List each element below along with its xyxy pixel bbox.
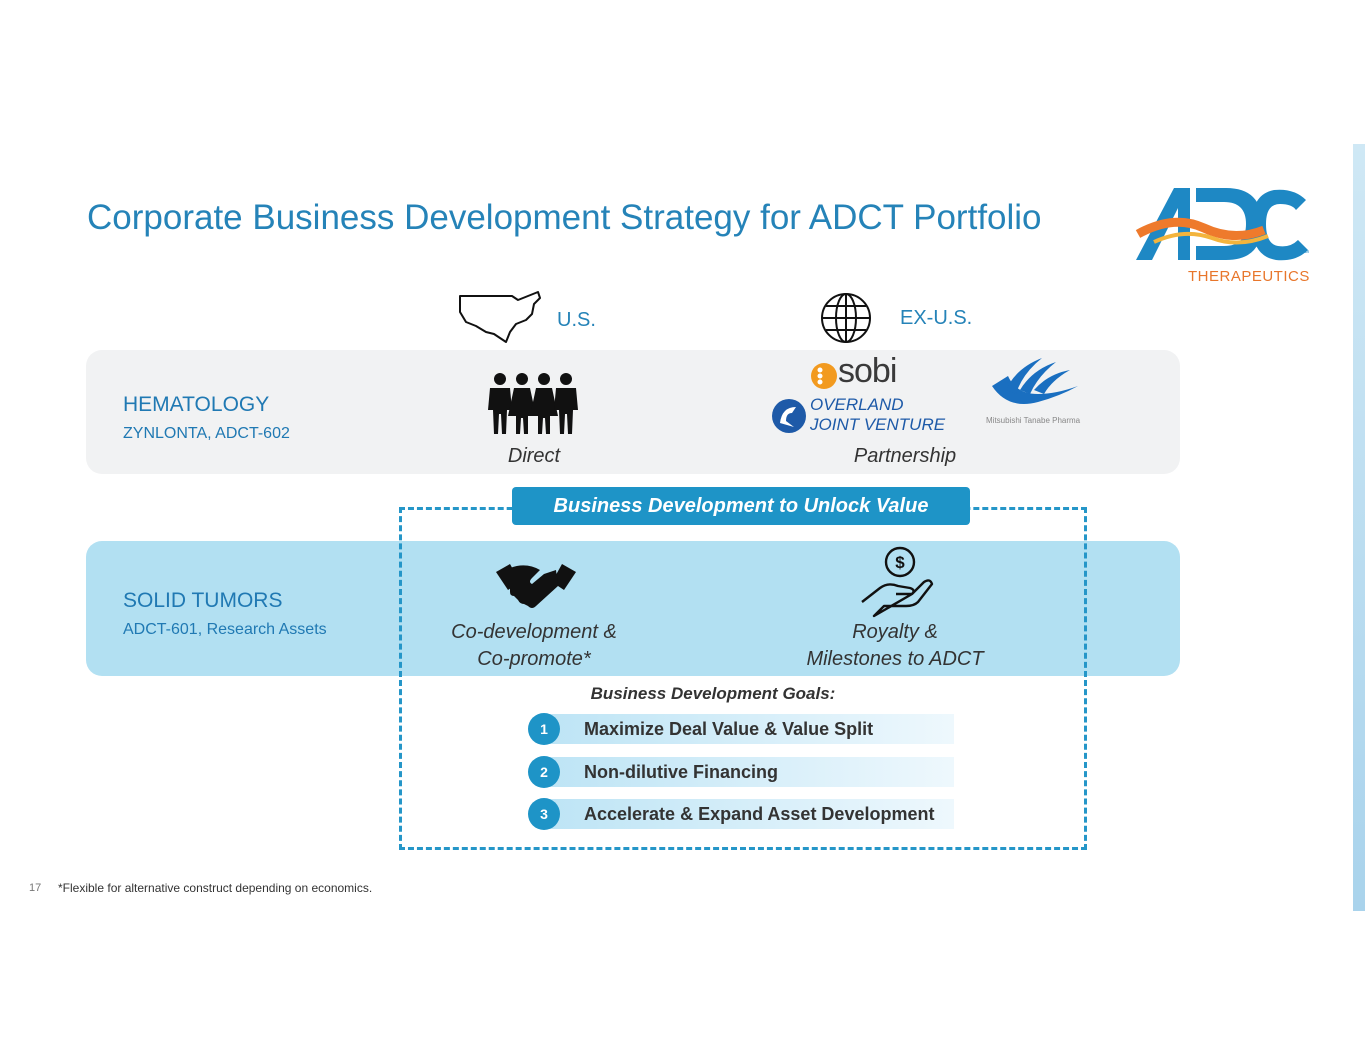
direct-caption: Direct — [507, 445, 561, 467]
us-map-icon — [456, 290, 544, 353]
royalty-caption-line2: Milestones to ADCT — [806, 648, 984, 670]
column-header-us: U.S. — [557, 309, 596, 331]
dollar-hand-icon: $ — [858, 544, 934, 623]
solid-tumors-band — [86, 541, 1180, 676]
footnote: *Flexible for alternative construct depe… — [58, 881, 373, 895]
globe-icon — [820, 292, 872, 349]
goal-text-1: Maximize Deal Value & Value Split — [584, 719, 874, 739]
goal-number-2: 2 — [528, 756, 560, 788]
column-header-exus: EX-U.S. — [900, 307, 973, 329]
goal-bar-2 — [544, 757, 954, 787]
sobi-text: sobi — [838, 352, 897, 390]
goal-text-2: Non-dilutive Financing — [584, 762, 778, 782]
mitsubishi-wave-icon — [992, 358, 1078, 404]
goals-heading: Business Development Goals: — [590, 684, 836, 703]
goal-text-3: Accelerate & Expand Asset Development — [584, 804, 935, 824]
adc-logo-icon — [1135, 188, 1308, 261]
hematology-title: HEMATOLOGY — [123, 393, 270, 416]
goal-bar-3 — [544, 799, 954, 829]
overland-emblem-icon — [772, 399, 806, 433]
solid-tumors-assets: ADCT-601, Research Assets — [123, 621, 327, 638]
mitsubishi-text: Mitsubishi Tanabe Pharma — [986, 416, 1081, 425]
goal-number-1: 1 — [528, 713, 560, 745]
partnership-caption: Partnership — [853, 445, 957, 467]
right-edge-bar — [1353, 144, 1365, 911]
hematology-assets: ZYNLONTA, ADCT-602 — [123, 425, 290, 442]
business-development-banner: Business Development to Unlock Value — [512, 487, 970, 525]
goal-number-3: 3 — [528, 798, 560, 830]
codev-caption-line2: Co-promote* — [477, 648, 591, 670]
people-group-icon — [488, 372, 580, 439]
overland-logo: OVERLAND JOINT VENTURE — [770, 395, 945, 440]
overland-line1: OVERLAND — [810, 395, 904, 414]
page-number: 17 — [29, 882, 42, 894]
codev-caption-line1: Co-development & — [451, 621, 617, 643]
hematology-band — [86, 350, 1180, 474]
goal-bar-1 — [544, 714, 954, 744]
adc-logo: THERAPEUTICS ™ — [1134, 184, 1314, 286]
mitsubishi-logo: Mitsubishi Tanabe Pharma — [986, 356, 1082, 425]
logo-therapeutics-text: THERAPEUTICS — [1188, 268, 1310, 285]
logo-trademark: ™ — [1302, 250, 1309, 257]
handshake-icon — [496, 560, 576, 617]
royalty-caption-line1: Royalty & — [852, 621, 938, 643]
solid-tumors-title: SOLID TUMORS — [123, 589, 283, 612]
sobi-dot-icon — [811, 363, 837, 389]
svg-text:$: $ — [895, 553, 905, 572]
page-title: Corporate Business Development Strategy … — [87, 198, 1042, 237]
overland-line2: JOINT VENTURE — [810, 415, 946, 434]
